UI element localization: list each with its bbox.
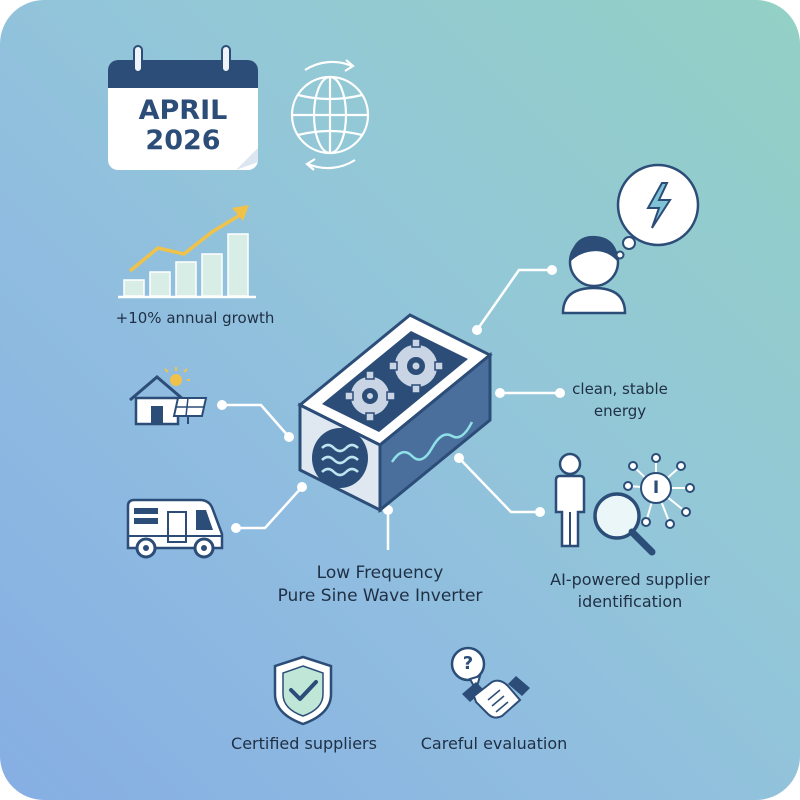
shield-check-icon xyxy=(273,655,333,726)
evaluation-question-mark: ? xyxy=(462,653,474,674)
growth-label: +10% annual growth xyxy=(115,309,275,327)
growth-chart-icon xyxy=(118,205,256,299)
person-thought-icon xyxy=(561,163,700,315)
inverter-icon xyxy=(297,313,493,514)
handshake-icon xyxy=(450,646,530,719)
calendar-month: APRIL xyxy=(138,95,228,126)
house-solar-icon xyxy=(129,367,208,426)
ai-label-line2: identification xyxy=(577,592,683,611)
rv-icon xyxy=(126,498,224,559)
evaluation-label: Careful evaluation xyxy=(420,734,568,753)
person-search-icon xyxy=(554,452,695,556)
ai-icon-letter: I xyxy=(652,478,660,498)
globe-icon xyxy=(290,59,370,171)
energy-label-line1: clean, stable xyxy=(572,380,668,398)
ai-label-line1: AI-powered supplier xyxy=(550,570,710,589)
calendar-year: 2026 xyxy=(145,125,221,156)
connector-dots xyxy=(217,265,565,533)
lightning-icon xyxy=(646,182,672,229)
connector-lines xyxy=(222,268,560,550)
calendar-icon xyxy=(108,45,258,170)
energy-label-line2: energy xyxy=(593,402,647,420)
product-label-line1: Low Frequency xyxy=(316,563,444,583)
product-label-line2: Pure Sine Wave Inverter xyxy=(277,586,483,606)
certified-label: Certified suppliers xyxy=(231,734,377,753)
